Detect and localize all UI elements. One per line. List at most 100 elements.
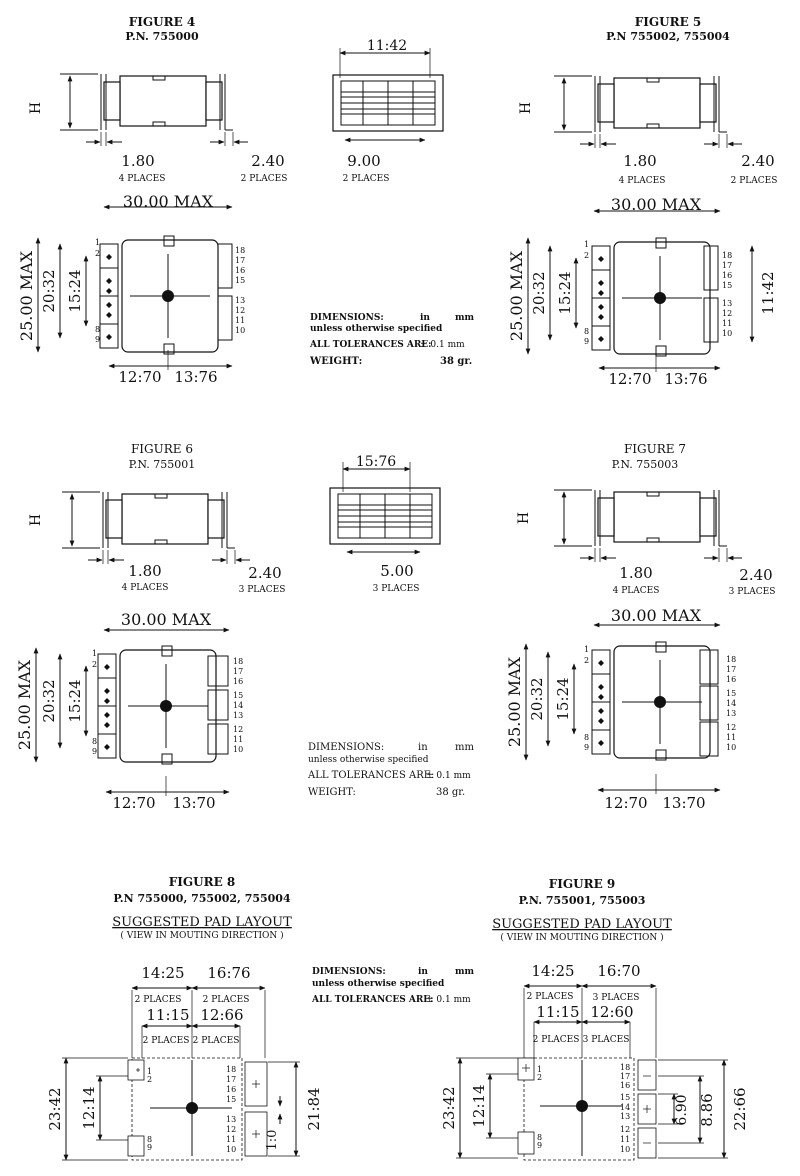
fig4-pitch-places: 4 PLACES bbox=[119, 174, 166, 184]
fig6-top-view bbox=[97, 645, 217, 765]
pad9-pin-17: 17 bbox=[620, 1072, 630, 1081]
fig4-pitch: 1.80 bbox=[121, 152, 154, 170]
pad9-pin-15: 15 bbox=[620, 1093, 630, 1102]
fig4-pin-1: 1 bbox=[95, 238, 100, 247]
notes-b: DIMENSIONS: in mm unless otherwise speci… bbox=[307, 742, 474, 798]
notes-a-unless: unless otherwise specified bbox=[310, 324, 443, 334]
end-a-bottom-dim: 9.00 bbox=[347, 152, 380, 170]
fig8-pad-layout bbox=[127, 1057, 268, 1161]
fig7-pin-13: 13 bbox=[726, 709, 736, 718]
pad8-w4: 12:66 bbox=[200, 1006, 243, 1024]
fig9-view: ( VIEW IN MOUTING DIRECTION ) bbox=[500, 932, 663, 943]
pad9-w4: 12:60 bbox=[590, 1003, 633, 1021]
pad9-h3: 22:66 bbox=[731, 1087, 749, 1130]
pad9-w1: 14:25 bbox=[531, 962, 574, 980]
pad8-pin-10: 10 bbox=[226, 1145, 236, 1154]
pad9-pin-8: 8 bbox=[537, 1133, 542, 1142]
fig4-title: FIGURE 4 bbox=[129, 15, 196, 29]
fig4-pin-12: 12 bbox=[235, 306, 245, 315]
notes-b-mm: mm bbox=[455, 742, 474, 753]
fig4-height: 25.00 MAX bbox=[17, 250, 36, 341]
notes-b-dim: DIMENSIONS: bbox=[308, 742, 384, 753]
fig7-pin-8: 8 bbox=[584, 733, 589, 742]
fig8-view: ( VIEW IN MOUTING DIRECTION ) bbox=[120, 930, 283, 941]
fig5-lead: 2.40 bbox=[741, 152, 774, 170]
fig7-pin-2: 2 bbox=[584, 656, 589, 665]
pad9-p4: 3 PLACES bbox=[583, 1035, 630, 1045]
fig6-lead: 2.40 bbox=[248, 564, 281, 582]
fig6-pin-17: 17 bbox=[233, 667, 243, 676]
notes-b-unless: unless otherwise specified bbox=[308, 755, 429, 765]
fig7-pin-11: 11 bbox=[726, 733, 736, 742]
fig7-pn: P.N. 755003 bbox=[612, 458, 679, 471]
fig4-right-dim: 13:76 bbox=[174, 368, 217, 386]
fig7-pitch-places: 4 PLACES bbox=[613, 586, 660, 596]
fig5-left-dim: 12:70 bbox=[608, 370, 651, 388]
fig9-title: FIGURE 9 bbox=[549, 877, 616, 891]
notes-a-tolv: ± 0.1 mm bbox=[420, 340, 465, 350]
fig5-top-view bbox=[591, 237, 711, 357]
fig4-pn: P.N. 755000 bbox=[125, 30, 199, 43]
fig5-pin-11: 11 bbox=[722, 319, 732, 328]
fig7-pin-16: 16 bbox=[726, 675, 736, 684]
notes-a-mm: mm bbox=[455, 313, 475, 323]
pad9-pin-18: 18 bbox=[620, 1063, 630, 1072]
pad9-p1: 2 PLACES bbox=[527, 992, 574, 1002]
fig5-pin-9: 9 bbox=[584, 337, 589, 346]
fig6-pin-9: 9 bbox=[92, 747, 97, 756]
fig4-left-dim: 12:70 bbox=[118, 368, 161, 386]
notes-a: DIMENSIONS: in mm unless otherwise speci… bbox=[309, 313, 475, 367]
pad8-pin-16: 16 bbox=[226, 1085, 236, 1094]
notes-c-in: in bbox=[418, 967, 428, 977]
pad8-h2: 12:14 bbox=[80, 1086, 98, 1129]
end-a-top-dim: 11:42 bbox=[367, 38, 407, 54]
notes-b-in: in bbox=[418, 742, 428, 753]
notes-a-wtv: 38 gr. bbox=[440, 356, 472, 367]
fig5-width: 30.00 MAX bbox=[611, 195, 702, 214]
fig5-pitch: 1.80 bbox=[623, 152, 656, 170]
fig6-pin-11: 11 bbox=[233, 735, 243, 744]
fig7-pin-9: 9 bbox=[584, 743, 589, 752]
fig5-h-label: H bbox=[518, 102, 534, 114]
fig6-pin-8: 8 bbox=[92, 737, 97, 746]
fig7-right-dim: 13:70 bbox=[662, 794, 705, 812]
fig5-height: 25.00 MAX bbox=[507, 250, 526, 341]
fig7-top-view bbox=[591, 641, 711, 761]
fig8-title: FIGURE 8 bbox=[169, 875, 236, 889]
pad8-p3: 2 PLACES bbox=[143, 1036, 190, 1046]
pad8-pin-12: 12 bbox=[226, 1125, 236, 1134]
fig7-width: 30.00 MAX bbox=[611, 606, 702, 625]
pad8-h1: 23:42 bbox=[46, 1087, 64, 1130]
fig4-pin-9: 9 bbox=[95, 335, 100, 344]
pad8-p2: 2 PLACES bbox=[203, 995, 250, 1005]
notes-a-tol: ALL TOLERANCES ARE: bbox=[309, 340, 432, 350]
fig7-height: 25.00 MAX bbox=[505, 656, 524, 747]
pad8-p1: 2 PLACES bbox=[135, 995, 182, 1005]
fig7-pin-12: 12 bbox=[726, 723, 736, 732]
end-b-bottom-dim: 5.00 bbox=[380, 562, 413, 580]
end-b-top-dim: 15:76 bbox=[356, 454, 396, 470]
notes-b-tol: ALL TOLERANCES ARE: bbox=[307, 770, 434, 781]
pad8-pin-18: 18 bbox=[226, 1065, 236, 1074]
pad9-pin-2: 2 bbox=[537, 1073, 542, 1082]
pad9-pin-1: 1 bbox=[537, 1065, 542, 1074]
fig6-pin-14: 14 bbox=[233, 701, 243, 710]
pad8-pin-17: 17 bbox=[226, 1075, 236, 1084]
pad8-p4: 2 PLACES bbox=[193, 1036, 240, 1046]
fig4-side-view bbox=[60, 74, 248, 146]
fig5-lead-places: 2 PLACES bbox=[731, 176, 778, 186]
pad8-pin-15: 15 bbox=[226, 1095, 236, 1104]
notes-a-wt: WEIGHT: bbox=[309, 356, 362, 367]
fig5-pin-12: 12 bbox=[722, 309, 732, 318]
fig7-d1: 20:32 bbox=[528, 677, 546, 720]
fig7-title: FIGURE 7 bbox=[624, 442, 686, 456]
fig4-pin-10: 10 bbox=[235, 326, 245, 335]
pad8-pin-8: 8 bbox=[147, 1135, 152, 1144]
fig6-side-view bbox=[62, 492, 250, 564]
fig5-pin-8: 8 bbox=[584, 327, 589, 336]
fig4-pin-17: 17 bbox=[235, 256, 245, 265]
fig6-height: 25.00 MAX bbox=[15, 659, 34, 750]
pad9-pin-14: 14 bbox=[620, 1103, 630, 1112]
end-view-b bbox=[329, 487, 441, 545]
